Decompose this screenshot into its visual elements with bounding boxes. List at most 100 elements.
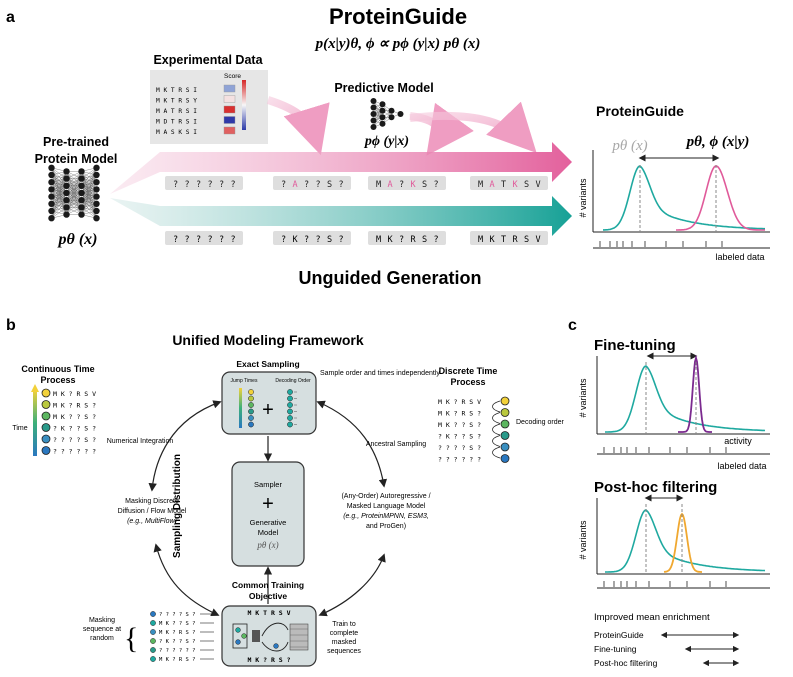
experimental-data-title: Experimental Data — [153, 53, 263, 67]
jump-times-dots — [248, 389, 254, 428]
guided-residue: V — [536, 180, 541, 190]
network-node — [48, 200, 55, 207]
guided-residue: ? — [304, 180, 309, 190]
unguided-residue: ? — [231, 235, 236, 245]
network-edge — [373, 104, 383, 121]
guided-residue: ? — [219, 180, 224, 190]
unguided-residue: ? — [173, 235, 178, 245]
unguided-residue: K — [293, 235, 299, 245]
plot-a-rug — [599, 241, 723, 247]
masking-model-line1: Masking Discrete — [125, 498, 179, 505]
ar-model-line3: (e.g., ProteinMPNN, ESM3, — [343, 513, 429, 520]
network-node — [388, 107, 395, 114]
continuous-sequence: ? ? ? ? S ? — [53, 436, 96, 444]
training-diagram — [232, 622, 309, 652]
unguided-residue: M — [478, 235, 483, 245]
unguided-sequence-box — [470, 231, 548, 245]
network-node — [63, 189, 70, 197]
finetune-title: Fine-tuning — [594, 337, 676, 354]
guided-residue: ? — [434, 180, 439, 190]
decoding-link — [492, 400, 501, 413]
continuous-time-rows: M K ? R S VM K ? R S ?M K ? ? S ?? K ? ?… — [41, 388, 96, 456]
ar-model-line4: and ProGen) — [366, 523, 406, 530]
arc-top-right — [316, 400, 388, 488]
guided-residue: ? — [281, 180, 286, 190]
network-node — [78, 204, 85, 211]
time-step-circle — [41, 434, 51, 444]
unguided-residue: S — [327, 235, 332, 245]
posthoc-title: Post-hoc filtering — [594, 479, 717, 496]
score-label: Score — [224, 73, 241, 80]
discrete-sequence: ? K ? ? S ? — [438, 433, 481, 441]
unguided-residue: ? — [185, 235, 190, 245]
decoding-link — [492, 423, 501, 436]
unguided-residue: ? — [399, 235, 404, 245]
posthoc-filtered-curve — [663, 512, 702, 573]
guidance-arc-3 — [409, 101, 537, 153]
network-edge — [373, 104, 383, 128]
posthoc-prior-curve — [605, 509, 766, 573]
continuous-time-title-line2: Process — [40, 375, 75, 385]
masked-sequences: ? ? ? ? S ?M K ? ? S ?M K ? R S ?? K ? ?… — [150, 611, 214, 663]
network-node — [93, 215, 100, 222]
network-node — [48, 207, 55, 215]
ancestral-sampling-text: Ancestral Sampling — [366, 441, 426, 448]
legend-item-finetuning: Fine-tuning — [594, 644, 637, 654]
unguided-residue: ? — [281, 235, 286, 245]
train-note-line1: Train to — [332, 621, 356, 628]
exact-sampling-note-1: Sample order and times independently — [320, 370, 440, 377]
masked-step-dot — [150, 629, 156, 635]
network-node — [93, 164, 100, 171]
plot-a-posterior-curve — [676, 165, 765, 231]
continuous-sequence: ? K ? ? S ? — [53, 425, 96, 433]
score-cell — [223, 84, 236, 93]
panel-b-label: b — [6, 317, 16, 334]
jump-time-dot — [248, 408, 254, 415]
panel-b-title: Unified Modeling Framework — [172, 332, 364, 348]
guided-sequence-box — [273, 176, 351, 190]
arc-bottom-left — [153, 543, 220, 617]
guided-residue: A — [388, 180, 393, 190]
decoding-step-circle — [500, 431, 510, 440]
guided-sequence-box — [165, 176, 243, 190]
experimental-sequence: M K T R S Y — [156, 98, 197, 105]
network-edge — [51, 192, 67, 219]
network-node — [93, 193, 100, 200]
discrete-sequence: M K ? R S V — [438, 398, 481, 406]
guided-residue: S — [524, 180, 529, 190]
network-node — [48, 193, 55, 200]
training-title-line1: Common Training — [232, 580, 304, 590]
decoding-step-circle — [500, 419, 510, 429]
plot-a-prior-label: pθ (x) — [611, 138, 647, 154]
generative-model-box — [231, 461, 305, 567]
order-dot — [287, 408, 293, 415]
unguided-residue: V — [536, 235, 541, 245]
masked-step-dot — [150, 611, 156, 617]
masked-step-dot — [150, 620, 156, 626]
discrete-sequence: M K ? ? S ? — [438, 421, 481, 429]
legend-item-proteinguide: ProteinGuide — [594, 630, 644, 640]
decoding-order-dots — [287, 389, 297, 428]
unguided-residue: ? — [339, 235, 344, 245]
network-node — [78, 182, 85, 189]
unguided-residue: R — [411, 235, 417, 245]
jump-times-bar — [239, 388, 242, 428]
guided-arrow — [110, 142, 572, 194]
decoding-link — [492, 446, 501, 459]
discrete-sequence: M K ? R S ? — [438, 410, 481, 418]
network-node — [379, 107, 386, 114]
exact-sampling-title: Exact Sampling — [236, 359, 299, 369]
network-node — [370, 104, 377, 111]
training-top-seq: M K T R S V — [247, 609, 290, 617]
unguided-residue: ? — [434, 235, 439, 245]
network-node — [379, 114, 386, 121]
train-note-line2: complete — [330, 630, 359, 637]
decoding-order-small-label: Decoding Order — [275, 378, 311, 384]
network-edge — [66, 171, 82, 201]
loop-arrow-bottom — [261, 641, 289, 652]
network-node — [388, 114, 395, 121]
sampler-label: Sampler — [254, 480, 282, 489]
network-edge — [66, 200, 82, 215]
